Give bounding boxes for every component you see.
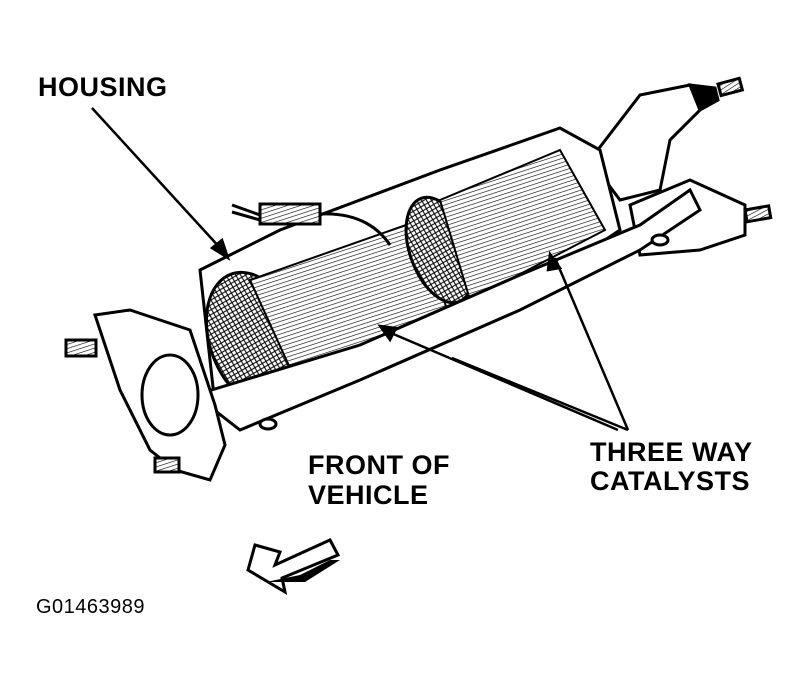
figure-id: G01463989 xyxy=(36,596,146,618)
three-way-catalysts-line1: THREE WAY xyxy=(590,437,753,467)
three-way-catalysts-line2: CATALYSTS xyxy=(590,466,751,496)
front-flange xyxy=(64,308,227,482)
front-of-vehicle-line2: VEHICLE xyxy=(308,480,429,510)
sensor-wires xyxy=(231,202,392,246)
front-direction-arrow xyxy=(246,538,341,596)
housing-label: HOUSING xyxy=(38,72,168,102)
heat-shield xyxy=(191,187,702,432)
front-of-vehicle-line1: FRONT OF xyxy=(308,450,450,480)
leader-lines xyxy=(91,107,630,432)
rear-catalyst xyxy=(404,148,607,305)
